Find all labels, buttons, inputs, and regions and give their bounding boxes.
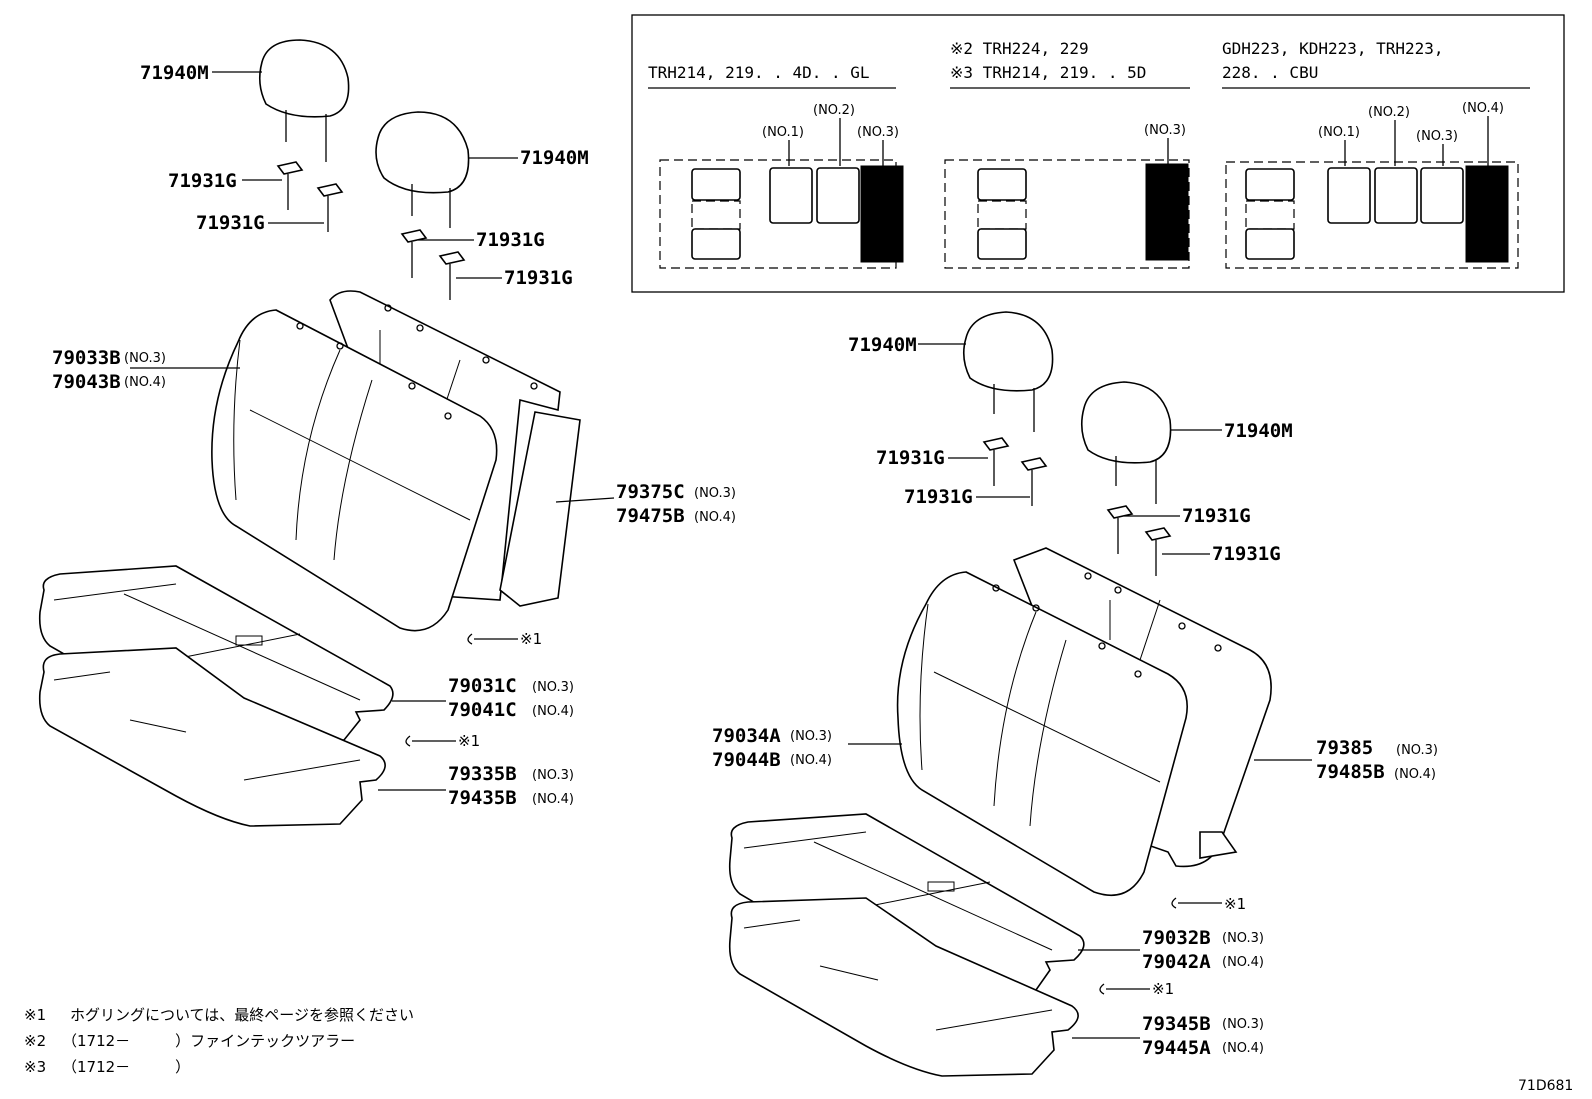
- left-hog-ring-1: [467, 633, 473, 645]
- right-seatback-sub-a: (NO.3): [790, 729, 832, 744]
- note-3-text: （1712－ ）: [62, 1058, 190, 1076]
- left-guide-1-label: 71931G: [168, 170, 237, 192]
- left-board-part-a: 79375C: [616, 481, 685, 503]
- right-pad-sub-a: (NO.3): [1222, 1017, 1264, 1032]
- legend-col2-layout: [944, 159, 1190, 269]
- right-guide-1-label: 71931G: [876, 447, 945, 469]
- left-hog-ring-2: [405, 735, 411, 747]
- left-cushion-part-a: 79031C: [448, 675, 517, 697]
- right-pad-part-a: 79345B: [1142, 1013, 1211, 1035]
- footnotes: ※1 ホグリングについては、最終ページを参照ください ※2 （1712－ ）ファ…: [24, 1006, 414, 1076]
- left-cushion-cover: [38, 565, 394, 741]
- left-seatback-cover: [211, 309, 498, 632]
- right-pad-back-sub-a: (NO.3): [1396, 743, 1438, 758]
- right-pad-sub-b: (NO.4): [1222, 1041, 1264, 1056]
- note-3-mark: ※3: [24, 1058, 46, 1076]
- left-headrest-guides-a: [276, 161, 344, 232]
- left-board-sub-a: (NO.3): [694, 486, 736, 501]
- legend-col2-title-1: ※2 TRH224, 229: [950, 39, 1089, 58]
- left-ring-1-label: ※1: [520, 630, 542, 648]
- right-pad-part-b: 79445A: [1142, 1037, 1211, 1059]
- right-headrest-1: [962, 311, 1054, 432]
- left-seatback-sub-b: (NO.4): [124, 375, 166, 390]
- right-headrest-guides-b: [1106, 505, 1172, 576]
- left-seat-assembly: 71940M 71931G 71931G 71940M 71931G: [38, 39, 736, 827]
- left-board-sub-b: (NO.4): [694, 510, 736, 525]
- right-hog-ring-2: [1099, 983, 1105, 995]
- right-headrest-2: [1080, 381, 1172, 504]
- legend-col3-title-1: GDH223, KDH223, TRH223,: [1222, 39, 1444, 58]
- left-pad-part-a: 79335B: [448, 763, 517, 785]
- left-pad-sub-b: (NO.4): [532, 792, 574, 807]
- right-cushion-sub-b: (NO.4): [1222, 955, 1264, 970]
- right-headrest-2-label: 71940M: [1224, 420, 1293, 442]
- legend-col1-no1: (NO.1): [762, 125, 804, 140]
- legend-col1-layout: [659, 159, 897, 269]
- right-cushion-pad: [728, 897, 1079, 1077]
- left-cushion-pad: [38, 647, 386, 827]
- right-seatback-part-a: 79034A: [712, 725, 781, 747]
- left-seatback-sub-a: (NO.3): [124, 351, 166, 366]
- right-seatback-cover: [896, 571, 1188, 896]
- right-ring-2-label: ※1: [1152, 980, 1174, 998]
- left-headrest-2-label: 71940M: [520, 147, 589, 169]
- left-cushion-part-b: 79041C: [448, 699, 517, 721]
- left-board-part-b: 79475B: [616, 505, 685, 527]
- right-headrest-1-label: 71940M: [848, 334, 917, 356]
- left-guide-2-label: 71931G: [196, 212, 265, 234]
- legend-col1-title: TRH214, 219. . 4D. . GL: [648, 63, 870, 82]
- left-guide-3-label: 71931G: [476, 229, 545, 251]
- legend-col1-highlighted-seat: [860, 165, 904, 263]
- left-guide-4-label: 71931G: [504, 267, 573, 289]
- note-2-mark: ※2: [24, 1032, 46, 1050]
- legend-col1-no2: (NO.2): [813, 103, 855, 118]
- legend-col3-no2: (NO.2): [1368, 105, 1410, 120]
- legend-col3-no3: (NO.3): [1416, 129, 1458, 144]
- legend-col2-title-2: ※3 TRH214, 219. . 5D: [950, 63, 1146, 82]
- left-seatback-part-b: 79043B: [52, 371, 121, 393]
- right-seatback-sub-b: (NO.4): [790, 753, 832, 768]
- legend-col3-no4: (NO.4): [1462, 101, 1504, 116]
- right-pad-back-part-a: 79385: [1316, 737, 1373, 759]
- legend-col3-layout: [1225, 161, 1519, 269]
- left-seatback-part-a: 79033B: [52, 347, 121, 369]
- note-2-text: （1712－ ）ファインテックツアラー: [62, 1032, 355, 1050]
- right-cushion-part-a: 79032B: [1142, 927, 1211, 949]
- left-pad-part-b: 79435B: [448, 787, 517, 809]
- legend-col2-no3: (NO.3): [1144, 123, 1186, 138]
- legend-col3-no1: (NO.1): [1318, 125, 1360, 140]
- right-headrest-guides-a: [982, 437, 1048, 506]
- note-1-mark: ※1: [24, 1006, 46, 1024]
- left-cushion-sub-a: (NO.3): [532, 680, 574, 695]
- right-pad-back-sub-b: (NO.4): [1394, 767, 1436, 782]
- legend-col3-title-2: 228. . CBU: [1222, 63, 1318, 82]
- right-guide-4-label: 71931G: [1212, 543, 1281, 565]
- left-ring-2-label: ※1: [458, 732, 480, 750]
- right-cushion-part-b: 79042A: [1142, 951, 1211, 973]
- right-guide-3-label: 71931G: [1182, 505, 1251, 527]
- left-cushion-sub-b: (NO.4): [532, 704, 574, 719]
- legend-col2-highlighted-seat: [1145, 163, 1189, 261]
- left-headrest-1: [258, 39, 350, 162]
- right-cushion-cover: [728, 813, 1085, 991]
- legend-col3-highlighted-seat: [1465, 165, 1509, 263]
- left-headrest-2: [375, 111, 470, 228]
- right-ring-1-label: ※1: [1224, 895, 1246, 913]
- left-headrest-1-label: 71940M: [140, 62, 209, 84]
- note-1-text: ホグリングについては、最終ページを参照ください: [70, 1006, 414, 1024]
- right-cushion-sub-a: (NO.3): [1222, 931, 1264, 946]
- legend-box: TRH214, 219. . 4D. . GL (NO.1) (NO.2) (N…: [631, 14, 1565, 293]
- right-guide-2-label: 71931G: [904, 486, 973, 508]
- right-seatback-part-b: 79044B: [712, 749, 781, 771]
- left-pad-sub-a: (NO.3): [532, 768, 574, 783]
- legend-col1-no3: (NO.3): [857, 125, 899, 140]
- right-pad-back-part-b: 79485B: [1316, 761, 1385, 783]
- left-headrest-guides-b: [400, 229, 466, 300]
- right-hog-ring-1: [1171, 897, 1177, 909]
- right-seat-assembly: 71940M 71931G 71931G 71940M 71931G 71931: [712, 311, 1438, 1077]
- diagram-code: 71D681: [1518, 1078, 1573, 1094]
